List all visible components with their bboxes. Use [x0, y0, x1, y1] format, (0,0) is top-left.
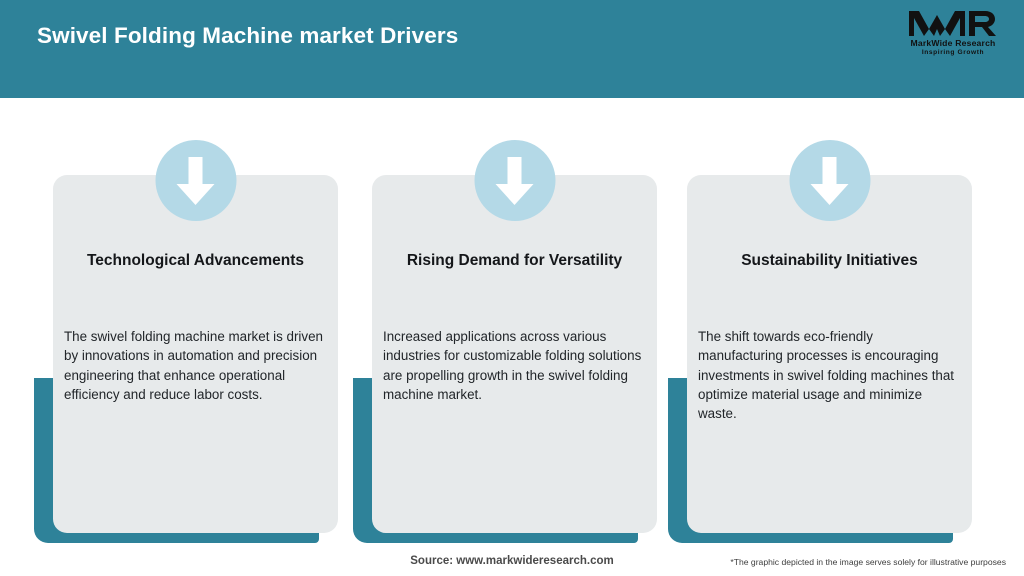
- card-body-text: The shift towards eco-friendly manufactu…: [698, 329, 955, 422]
- card-body-text: Increased applications across various in…: [383, 329, 642, 402]
- driver-card-2: Rising Demand for Versatility Increased …: [353, 140, 657, 543]
- source-label: Source: www.markwideresearch.com: [410, 555, 614, 567]
- logo-tagline: Inspiring Growth: [921, 49, 985, 56]
- card-title: Rising Demand for Versatility: [406, 252, 623, 269]
- card-panel: Sustainability Initiatives The shift tow…: [687, 140, 972, 533]
- header-bar: Swivel Folding Machine market Drivers Ma…: [0, 0, 1024, 98]
- page-title: Swivel Folding Machine market Drivers: [37, 23, 459, 48]
- driver-card-1: Technological Advancements The swivel fo…: [34, 140, 338, 543]
- card-title: Technological Advancements: [86, 252, 305, 269]
- logo-mark-icon: [898, 9, 1008, 37]
- down-arrow-icon: [474, 140, 555, 221]
- card-panel: Technological Advancements The swivel fo…: [53, 140, 338, 533]
- down-arrow-icon: [789, 140, 870, 221]
- disclaimer-note: *The graphic depicted in the image serve…: [730, 557, 1006, 567]
- driver-card-3: Sustainability Initiatives The shift tow…: [668, 140, 972, 543]
- down-arrow-icon: [155, 140, 236, 221]
- brand-logo: MarkWide Research Inspiring Growth: [898, 9, 1008, 61]
- logo-company-name: MarkWide Research: [910, 38, 996, 48]
- card-title: Sustainability Initiatives: [741, 252, 918, 269]
- card-body-text: The swivel folding machine market is dri…: [64, 329, 323, 402]
- card-panel: Rising Demand for Versatility Increased …: [372, 140, 657, 533]
